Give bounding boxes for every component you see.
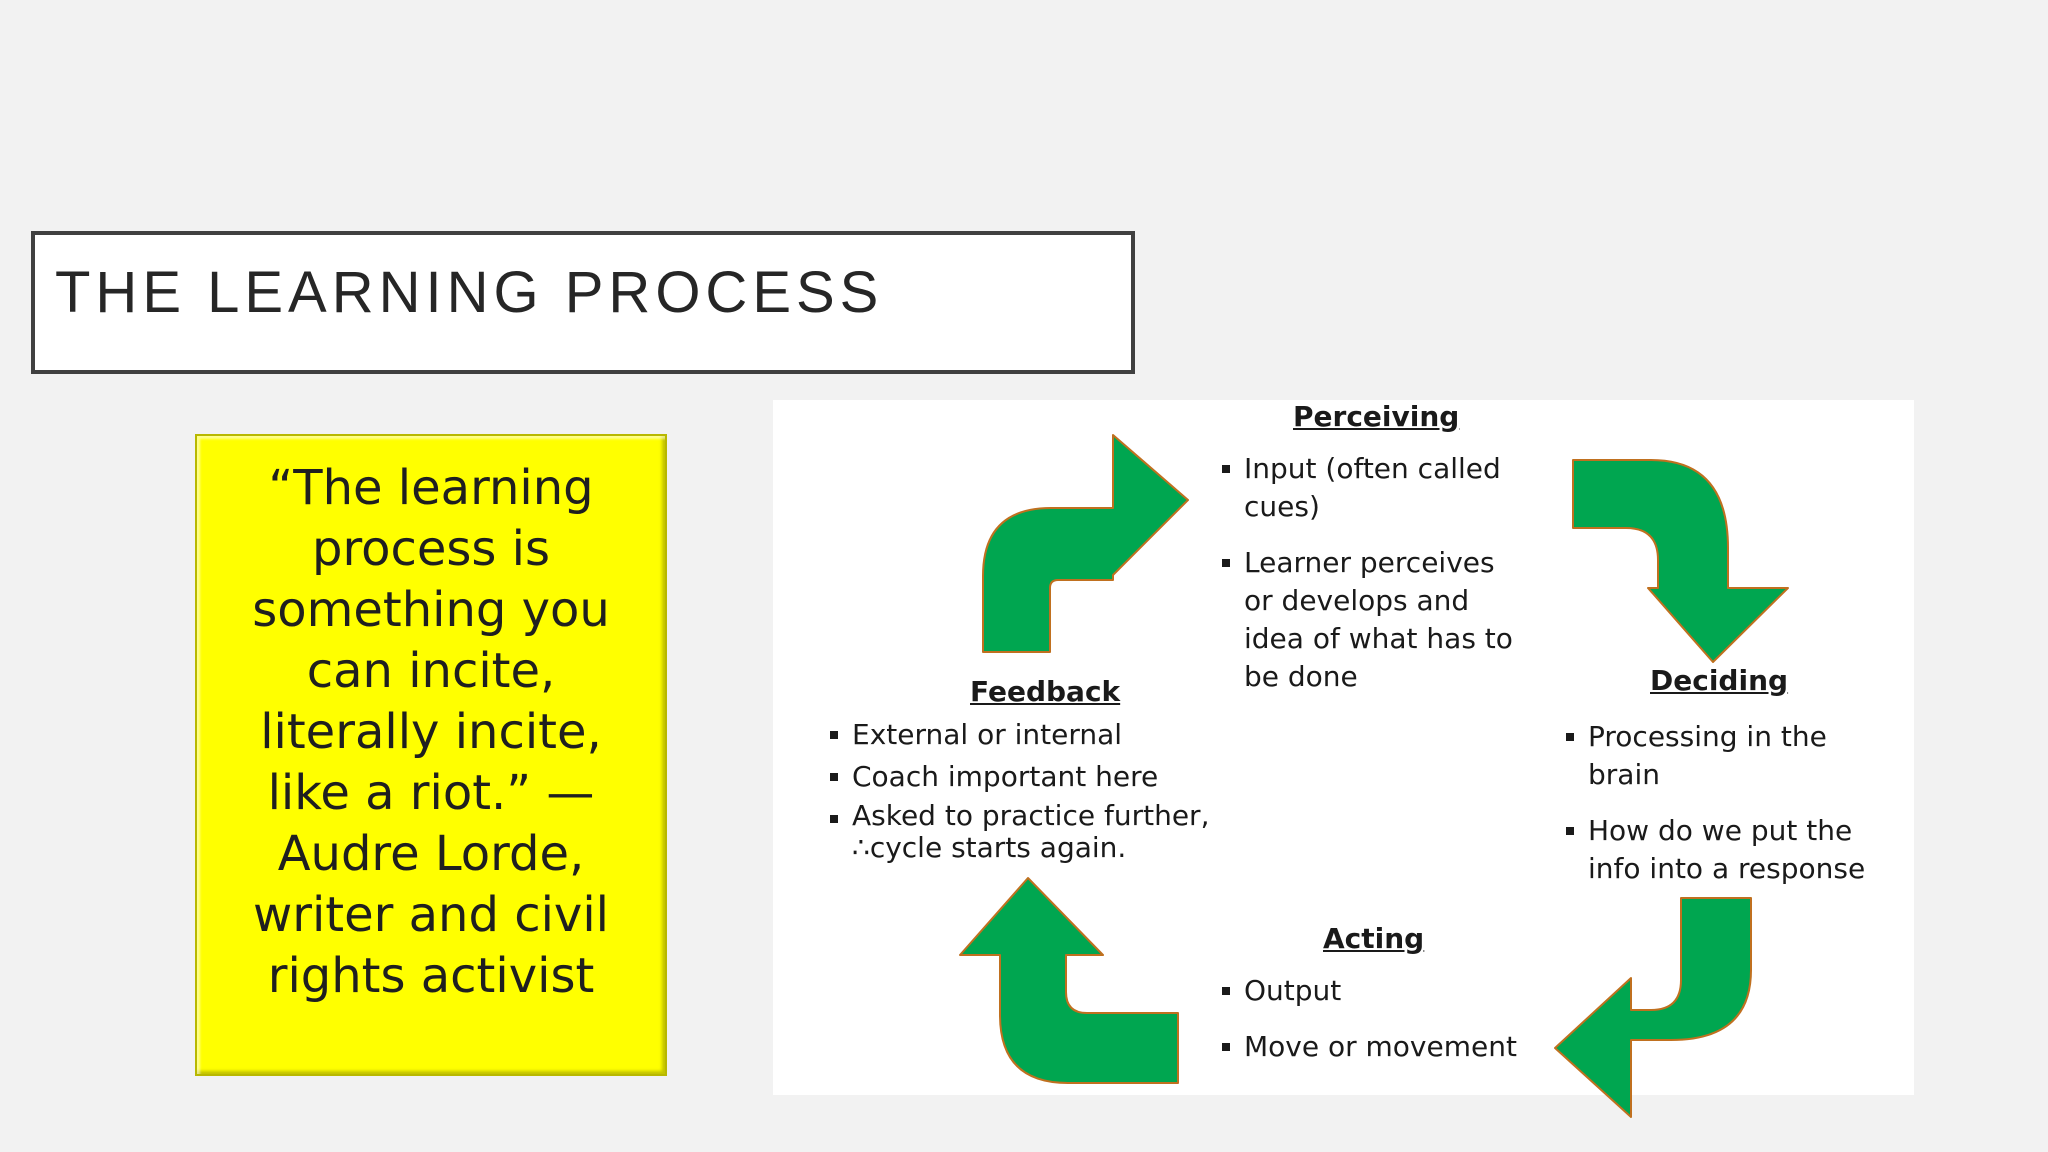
quote-text: “The learning process is something you c…: [252, 460, 610, 1004]
arrow-deciding-to-acting-icon: [1554, 897, 1752, 1118]
deciding-list: Processing in the brain How do we put th…: [1566, 718, 1866, 906]
acting-list: Output Move or movement: [1222, 972, 1542, 1084]
slide-title-box: THE LEARNING PROCESS: [31, 231, 1135, 374]
arrow-acting-to-feedback-icon: [959, 877, 1179, 1084]
learning-cycle-diagram: Perceiving Input (often called cues) Lea…: [773, 400, 1914, 1118]
quote-box: “The learning process is something you c…: [195, 434, 667, 1076]
feedback-list: External or internal Coach important her…: [830, 716, 1220, 868]
feedback-heading: Feedback: [970, 675, 1121, 708]
list-item: Coach important here: [830, 758, 1220, 796]
list-item: Learner perceives or develops and idea o…: [1222, 544, 1522, 696]
list-item: Input (often called cues): [1222, 450, 1522, 526]
arrow-perceiving-to-deciding-icon: [1572, 459, 1789, 663]
list-item: How do we put the info into a response: [1566, 812, 1866, 888]
slide-title: THE LEARNING PROCESS: [55, 260, 884, 325]
arrow-feedback-to-perceiving-icon: [982, 434, 1189, 653]
perceiving-list: Input (often called cues) Learner percei…: [1222, 450, 1522, 714]
list-item: Move or movement: [1222, 1028, 1542, 1066]
list-item: Output: [1222, 972, 1542, 1010]
perceiving-heading: Perceiving: [1293, 400, 1460, 433]
list-item: Processing in the brain: [1566, 718, 1866, 794]
list-item: External or internal: [830, 716, 1220, 754]
deciding-heading: Deciding: [1650, 664, 1789, 697]
cycle-arrows: [959, 434, 1789, 1118]
acting-heading: Acting: [1323, 922, 1425, 955]
list-item: Asked to practice further, ∴cycle starts…: [830, 800, 1220, 864]
